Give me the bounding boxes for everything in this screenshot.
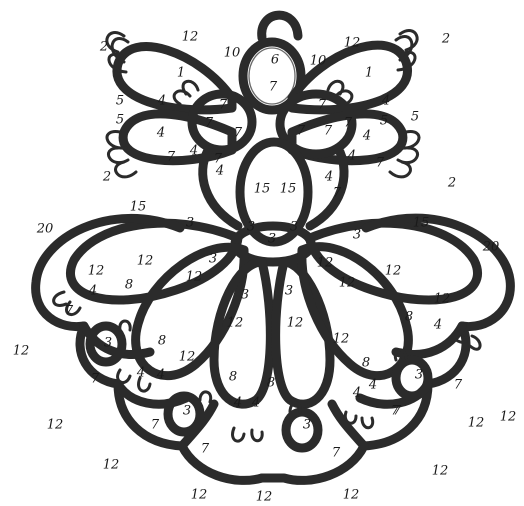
count-label: 4 (251, 396, 260, 411)
count-label: 7 (454, 378, 463, 393)
count-label: 4 (233, 396, 242, 411)
count-label: 7 (297, 124, 306, 139)
left-arm-picots (174, 81, 198, 104)
count-label: 3 (285, 284, 293, 299)
small-ring-4 (396, 360, 428, 396)
count-label: 7 (344, 116, 353, 131)
count-label: 12 (287, 316, 304, 331)
count-label: 12 (434, 292, 451, 307)
count-label: 7 (332, 446, 341, 461)
count-label: 7 (65, 304, 74, 319)
count-label: 3 (241, 288, 249, 303)
count-label: 12 (333, 332, 350, 347)
count-label: 4 (368, 378, 377, 393)
count-label: 12 (88, 264, 105, 279)
count-label: 7 (234, 126, 243, 141)
count-label: 8 (405, 310, 413, 325)
count-label: 12 (186, 270, 203, 285)
count-label: 7 (333, 186, 342, 201)
count-label: 8 (362, 356, 370, 371)
count-label: 5 (380, 114, 388, 129)
count-label: 4 (189, 144, 198, 159)
count-label: 3 (415, 368, 423, 383)
count-label: 7 (151, 418, 160, 433)
count-label: 4 (381, 94, 390, 109)
count-label: 4 (88, 284, 97, 299)
count-label: 12 (432, 464, 449, 479)
count-label: 4 (156, 126, 165, 141)
count-label: 1 (177, 66, 185, 81)
count-label: 2 (441, 32, 450, 47)
count-label: 8 (267, 376, 275, 391)
count-label: 12 (317, 256, 334, 271)
count-label: 15 (254, 182, 271, 197)
count-label: 3 (247, 220, 255, 235)
count-label: 3 (303, 418, 311, 433)
count-label: 8 (229, 370, 237, 385)
count-label: 3 (290, 220, 298, 235)
count-label: 12 (468, 416, 485, 431)
count-label: 4 (136, 366, 145, 381)
count-label: 8 (158, 334, 166, 349)
count-label: 7 (91, 372, 100, 387)
count-label: 12 (103, 458, 120, 473)
count-label: 12 (13, 344, 30, 359)
count-label: 6 (271, 53, 279, 68)
count-label: 12 (182, 30, 199, 45)
count-label: 15 (413, 216, 430, 231)
count-label: 12 (47, 418, 64, 433)
count-label: 12 (191, 488, 208, 503)
count-label: 7 (205, 116, 214, 131)
hanging-loop (262, 15, 298, 38)
count-label: 15 (280, 182, 297, 197)
count-label: 7 (376, 156, 385, 171)
count-label: 4 (157, 94, 166, 109)
count-label: 5 (116, 113, 124, 128)
count-label: 8 (125, 278, 133, 293)
count-label: 7 (219, 98, 228, 113)
count-label: 2 (99, 40, 108, 55)
count-label: 12 (179, 350, 196, 365)
count-label: 10 (310, 54, 327, 69)
count-label: 7 (269, 80, 278, 95)
count-label: 15 (130, 200, 147, 215)
count-label: 7 (393, 404, 402, 419)
count-label: 10 (224, 46, 241, 61)
count-label: 7 (324, 124, 333, 139)
count-label: 3 (353, 228, 361, 243)
count-label: 3 (183, 404, 191, 419)
count-label: 12 (227, 316, 244, 331)
count-label: 3 (268, 232, 276, 247)
count-label: 5 (116, 94, 124, 109)
count-label: 20 (36, 222, 54, 237)
count-label: 12 (385, 264, 402, 279)
count-label: 4 (433, 318, 442, 333)
count-label: 7 (318, 98, 327, 113)
count-label: 5 (411, 110, 419, 125)
count-label: 3 (104, 336, 112, 351)
count-label: 4 (347, 149, 356, 164)
count-label: 1 (365, 66, 373, 81)
count-label: 20 (482, 240, 500, 255)
count-label: 4 (352, 386, 361, 401)
count-label: 12 (344, 36, 361, 51)
count-label: 2 (102, 170, 111, 185)
count-label: 7 (167, 150, 176, 165)
count-label: 4 (324, 170, 333, 185)
count-label: 12 (137, 254, 154, 269)
count-label: 12 (343, 488, 360, 503)
count-label: 12 (256, 490, 273, 505)
count-label: 4 (215, 164, 224, 179)
count-label: 12 (500, 410, 517, 425)
count-label: 3 (186, 216, 194, 231)
count-label: 7 (201, 442, 210, 457)
count-label: 4 (156, 368, 165, 383)
count-label: 2 (447, 176, 456, 191)
count-label: 4 (362, 129, 371, 144)
count-label: 12 (339, 276, 356, 291)
count-label: 3 (209, 252, 217, 267)
